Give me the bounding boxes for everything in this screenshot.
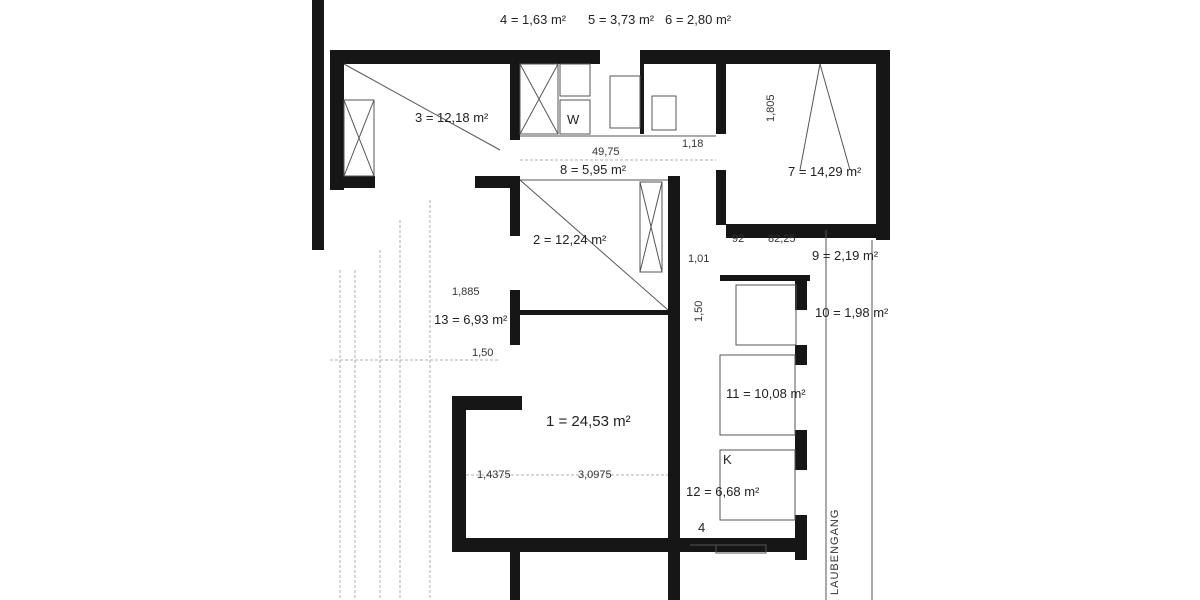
room-label-9: 9 = 2,19 m² bbox=[812, 248, 879, 263]
marker-4: 4 bbox=[698, 520, 705, 535]
dimension-label: 82,25 bbox=[768, 233, 796, 245]
room-label-12: 12 = 6,68 m² bbox=[686, 484, 760, 499]
room-label-11: 11 = 10,08 m² bbox=[726, 386, 806, 401]
walls bbox=[312, 0, 890, 600]
room-label-10: 10 = 1,98 m² bbox=[815, 305, 889, 320]
dimension-label: 1,4375 bbox=[477, 469, 511, 481]
dimension-label: 1,18 bbox=[682, 138, 703, 150]
dimension-label: 1,50 bbox=[472, 347, 493, 359]
dimension-label: 1,805 bbox=[765, 94, 777, 122]
room-label-3: 3 = 12,18 m² bbox=[415, 110, 489, 125]
room-labels: 4 = 1,63 m² 5 = 3,73 m² 6 = 2,80 m² 3 = … bbox=[415, 12, 889, 595]
marker-k: K bbox=[723, 452, 732, 467]
dimension-label: 1,50 bbox=[693, 301, 705, 322]
room-label-8: 8 = 5,95 m² bbox=[560, 162, 627, 177]
room-label-1: 1 = 24,53 m² bbox=[546, 413, 631, 430]
room-label-6: 6 = 2,80 m² bbox=[665, 12, 732, 27]
fixtures bbox=[343, 63, 873, 600]
room-label-4: 4 = 1,63 m² bbox=[500, 12, 567, 27]
room-label-5: 5 = 3,73 m² bbox=[588, 12, 655, 27]
dimension-label: 1,01 bbox=[688, 253, 709, 265]
dimension-label: 3,0975 bbox=[578, 469, 612, 481]
room-label-13: 13 = 6,93 m² bbox=[434, 312, 508, 327]
corridor-label: LAUBENGANG bbox=[829, 509, 841, 595]
room-label-7: 7 = 14,29 m² bbox=[788, 164, 862, 179]
dimension-lines bbox=[330, 159, 716, 600]
dimension-label: 49,75 bbox=[592, 146, 620, 158]
dimension-label: 92 bbox=[732, 233, 744, 245]
room-label-2: 2 = 12,24 m² bbox=[533, 232, 607, 247]
dimension-label: 1,885 bbox=[452, 286, 480, 298]
dimension-labels: 49,75 1,01 1,50 92 82,25 1,885 1,50 1,43… bbox=[452, 94, 796, 481]
marker-w: W bbox=[567, 112, 580, 127]
